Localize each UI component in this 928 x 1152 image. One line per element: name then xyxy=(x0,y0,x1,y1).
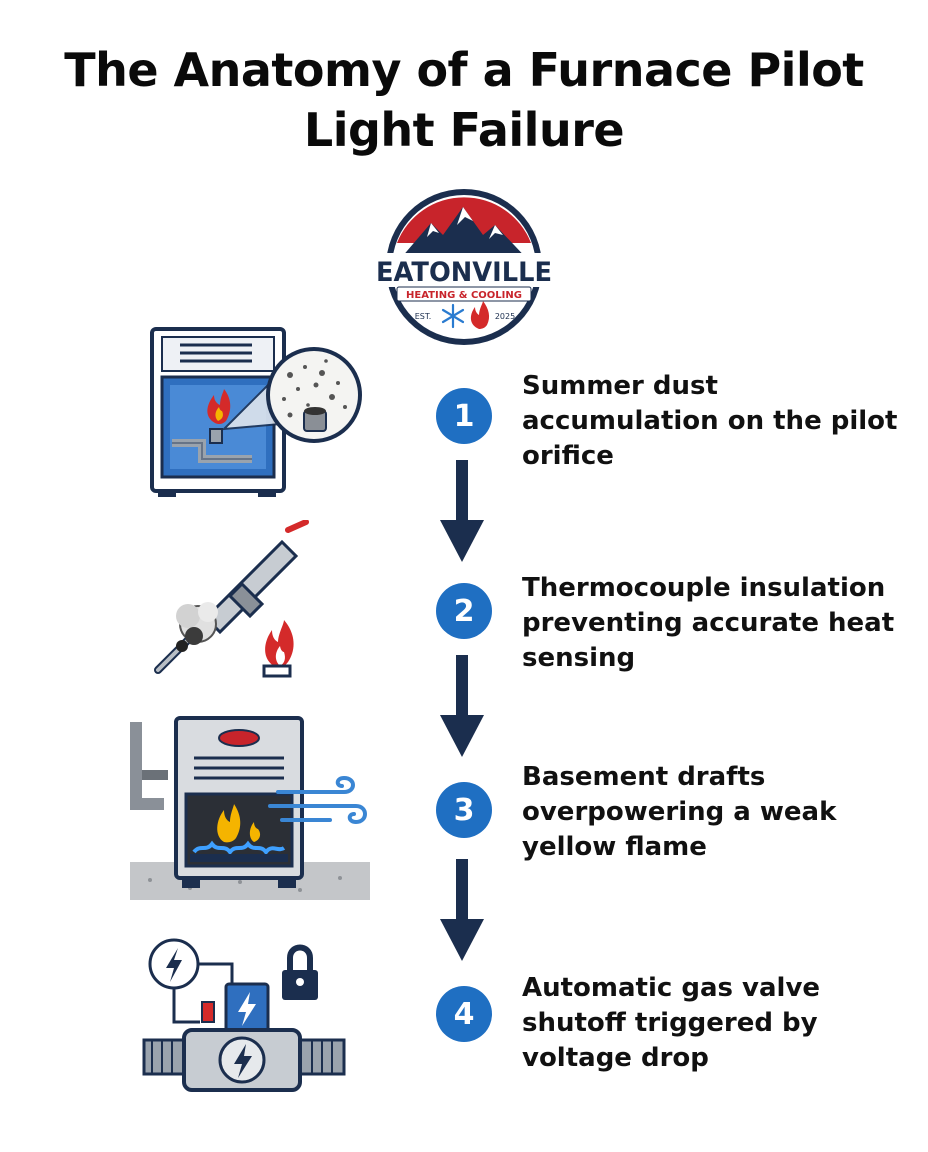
page-title: The Anatomy of a Furnace Pilot Light Fai… xyxy=(64,43,864,157)
wind-icon xyxy=(268,775,367,825)
step-text-1: Summer dust accumulation on the pilot or… xyxy=(522,371,898,471)
step-badge-2: 2 xyxy=(436,583,492,639)
logo-year: 2025 xyxy=(495,312,515,321)
step-text-4: Automatic gas valve shutoff triggered by… xyxy=(522,973,821,1073)
step-badge-3: 3 xyxy=(436,782,492,838)
furnace-dust-icon xyxy=(150,327,362,497)
down-arrow-2 xyxy=(440,655,484,757)
logo-name: EATONVILLE xyxy=(376,257,552,288)
logo-tagline: HEATING & COOLING xyxy=(406,290,522,301)
step-badge-4: 4 xyxy=(436,986,492,1042)
step-text-2: Thermocouple insulation preventing accur… xyxy=(522,573,895,673)
gas-valve-lock-icon xyxy=(142,938,346,1092)
furnace-draft-icon xyxy=(130,716,370,900)
step-text-3: Basement drafts overpowering a weak yell… xyxy=(522,762,837,862)
snowflake-icon xyxy=(441,303,465,329)
down-arrow-1 xyxy=(440,460,484,562)
lock-icon xyxy=(282,944,318,1000)
eatonville-logo: EATONVILLE HEATING & COOLING EST. 2025 xyxy=(373,189,555,345)
thermocouple-icon xyxy=(154,520,309,678)
down-arrow-3 xyxy=(440,859,484,961)
step-badge-1: 1 xyxy=(436,388,492,444)
flame-icon xyxy=(470,301,490,329)
logo-est: EST. xyxy=(415,312,432,321)
